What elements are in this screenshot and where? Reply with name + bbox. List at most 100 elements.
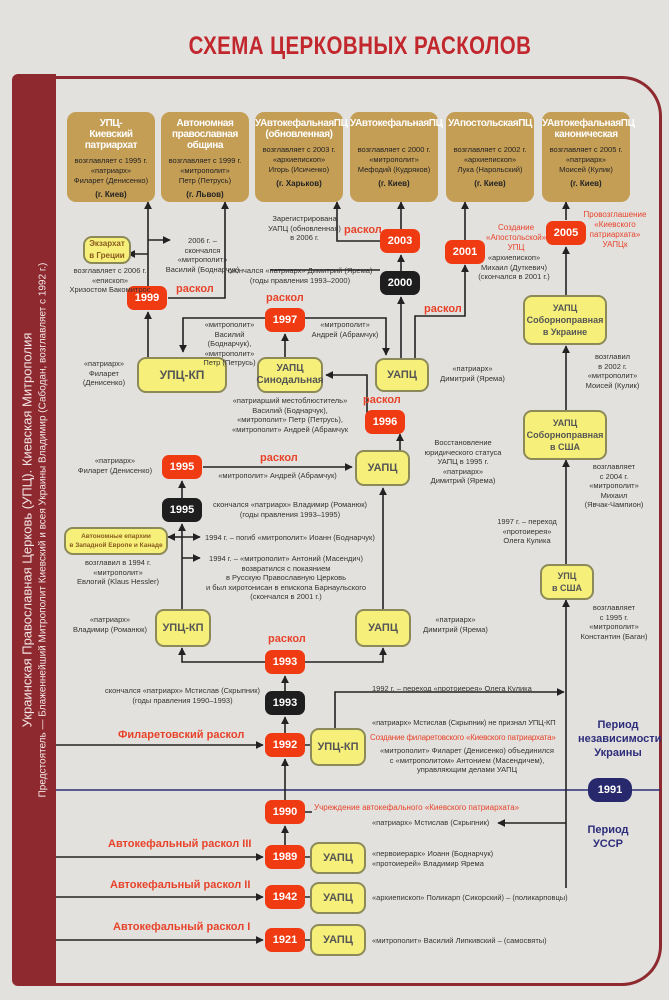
box-name: УПЦ- Киевский патриархат — [84, 118, 138, 151]
year-2000: 2000 — [380, 271, 420, 295]
box-name: УАвтокефальнаяПЦ (обновленная) — [255, 118, 348, 140]
note-kp-red: Провозглашение «Киевского патриархата» У… — [583, 210, 647, 249]
schism-label-2003: раскол — [344, 224, 382, 236]
box-desc: возглавляет с 2000 г. «митрополит» Мефод… — [357, 145, 431, 174]
note-filaret-join: «митрополит» Филарет (Денисенко) объедин… — [380, 746, 554, 774]
box-name: УАпостольскаяПЦ — [448, 118, 532, 129]
diagram-frame — [50, 76, 662, 986]
schism-auto-3: Автокефальный раскол III — [108, 838, 252, 850]
box-uapc-1942: УАПЦ — [310, 882, 366, 914]
note-restore: Восстановление юридического статуса УАПЦ… — [424, 438, 502, 485]
note-dimitry-1: «патриарх» Димитрий (Ярема) — [440, 364, 505, 383]
schism-label-uapc: раскол — [424, 303, 462, 315]
year-2003: 2003 — [380, 229, 420, 253]
note-dimitry-death: скончался «патриарх» Димитрий (Ярема) (г… — [227, 266, 373, 285]
top-box-uapc-renewed: УАвтокефальнаяПЦ (обновленная) возглавляе… — [255, 112, 348, 202]
period-ussr: Период УССР — [587, 824, 629, 850]
year-1989: 1989 — [265, 845, 305, 869]
year-1995-red: 1995 — [162, 455, 202, 479]
schism-label-1997: раскол — [266, 292, 304, 304]
period-independence: Период независимости Украины — [578, 719, 662, 759]
year-1995-black: 1995 — [162, 498, 202, 522]
box-desc: возглавляет с 1995 г. «патриарх» Филарет… — [73, 156, 149, 185]
note-kulik-1997: 1997 г. – переход «протоиерея» Олега Кул… — [497, 517, 557, 545]
note-1942: «архиепископ» Поликарп (Сикорский) – (по… — [372, 893, 568, 902]
year-1991: 1991 — [588, 778, 632, 802]
note-1989: «первоиерарх» Иоанн (Боднарчук) «протоие… — [372, 849, 494, 868]
note-filaret-2: «патриарх» Филарет (Денисенко) — [77, 456, 153, 475]
note-synodal: «патриарший местоблюститель» Василий (Бо… — [232, 396, 348, 434]
note-apostolic: «архиепископ» Михаил (Дуткевич) (скончал… — [478, 253, 550, 281]
note-filaret-red: Создание филаретовского «Киевского патри… — [370, 733, 556, 742]
year-1942: 1942 — [265, 885, 305, 909]
box-uapc-3: УАПЦ — [355, 609, 411, 647]
year-2001: 2001 — [445, 240, 485, 264]
box-uapc-1921: УАПЦ — [310, 924, 366, 956]
note-exarch: возглавляет с 2006 г. «епископ» Хризосто… — [69, 266, 151, 294]
box-city: (г. Киев) — [95, 190, 127, 199]
box-uapc-1989: УАПЦ — [310, 842, 366, 874]
note-mstislav-1990: «патриарх» Мстислав (Скрыпник) — [372, 818, 490, 827]
box-upc-kp-2: УПЦ-КП — [155, 609, 211, 647]
note-kulik-1992: 1992 г. – переход «протоиерея» Олега Кул… — [372, 684, 532, 693]
year-1997: 1997 — [265, 308, 305, 332]
year-1992: 1992 — [265, 733, 305, 757]
year-1993-black: 1993 — [265, 691, 305, 715]
box-city: (г. Киев) — [570, 179, 602, 188]
box-uapc-2: УАПЦ — [355, 450, 410, 486]
note-kp-1990-red: Учреждение автокефального «Киевского пат… — [314, 803, 520, 812]
note-1921: «митрополит» Василий Липкивский – (самос… — [372, 936, 547, 945]
note-left-1997: «митрополит» Василий (Боднарчук), «митро… — [203, 320, 256, 367]
note-right-1997: «митрополит» Андрей (Абрамчук) — [311, 320, 379, 339]
note-antony-1994: 1994 г. – «митрополит» Антоний (Масендич… — [205, 554, 367, 601]
schism-filaret: Филаретовский раскол — [118, 729, 245, 741]
schism-label-1993: раскол — [268, 633, 306, 645]
box-upc-kp-3: УПЦ-КП — [310, 728, 366, 766]
note-dimitry-2: «патриарх» Димитрий (Ярема) — [423, 615, 488, 634]
box-city: (г. Львов) — [186, 190, 224, 199]
box-upc-usa: УПЦ в США — [540, 564, 594, 600]
note-vasily-2006: 2006 г. – скончался «митрополит» Василий… — [165, 236, 240, 274]
box-city: (г. Киев) — [378, 179, 410, 188]
box-exarchate: Экзархат в Греции — [83, 236, 131, 264]
schism-auto-2: Автокефальный раскол II — [110, 879, 251, 891]
year-1990: 1990 — [265, 800, 305, 824]
top-box-uapc: УАвтокефальнаяПЦ возглавляет с 2000 г. «м… — [350, 112, 443, 202]
note-registered: Зарегистрирована УАПЦ (обновленная) в 20… — [268, 214, 341, 242]
note-vladimir: «патриарх» Владимир (Романюк) — [73, 615, 147, 634]
box-name: Автономная православная община — [172, 118, 238, 151]
box-autonomous-eparchies: Автономные епархии в Западной Европе и К… — [64, 527, 168, 555]
box-uapc-1: УАПЦ — [375, 358, 429, 392]
box-desc: возглавляет с 2005 г. «патриарх» Моисей … — [549, 145, 623, 174]
box-desc: возглавляет с 1999 г. «митрополит» Петр … — [168, 156, 242, 185]
year-1996: 1996 — [365, 410, 405, 434]
schism-label-1995: раскол — [260, 452, 298, 464]
note-mstislav-rejected: «патриарх» Мстислав (Скрыпник) не призна… — [372, 718, 556, 727]
note-apostolic-red: Создание «Апостольской» УПЦ — [486, 223, 547, 252]
top-box-autonomous: Автономная православная община возглавляе… — [161, 112, 249, 202]
box-desc: возглавляет с 2002 г. «архиепископ» Лука… — [453, 145, 527, 174]
note-vladimir-death: скончался «патриарх» Владимир (Романюк) … — [212, 500, 367, 519]
box-uapc-synodal: УАПЦ Синодальная — [256, 357, 324, 393]
page-title: СХЕМА ЦЕРКОВНЫХ РАСКОЛОВ — [188, 32, 532, 60]
year-2005: 2005 — [546, 221, 586, 245]
note-evlogy: возглавил в 1994 г. «митрополит» Евлогий… — [77, 558, 159, 586]
top-box-apostolic: УАпостольскаяПЦ возглавляет с 2002 г. «ар… — [446, 112, 534, 202]
box-desc: возглавляет с 2003 г. «архиепископ» Игор… — [262, 145, 336, 174]
box-city: (г. Харьков) — [276, 179, 322, 188]
box-sobor-usa: УАПЦ Соборноправная в США — [523, 410, 607, 460]
year-1921: 1921 — [265, 928, 305, 952]
note-konstantin: возглавляет с 1995 г. «митрополит» Конст… — [580, 603, 648, 641]
schism-label-1996: раскол — [363, 394, 401, 406]
note-filaret-1: «патриарх» Филарет (Денисенко) — [82, 359, 126, 387]
box-name: УАвтокефальнаяПЦ — [350, 118, 443, 129]
schism-auto-1: Автокефальный раскол I — [113, 921, 251, 933]
note-andrey-1995: «митрополит» Андрей (Абрамчук) — [218, 471, 337, 480]
box-sobor-ukraine: УАПЦ Соборноправная в Украине — [523, 295, 607, 345]
box-upc-kp-1: УПЦ-КП — [137, 357, 227, 393]
top-box-upc-kp: УПЦ- Киевский патриархат возглавляет с 19… — [67, 112, 155, 202]
schism-label-1999: раскол — [176, 283, 214, 295]
note-ioann-1994: 1994 г. – погиб «митрополит» Иоанн (Бодн… — [205, 533, 375, 542]
